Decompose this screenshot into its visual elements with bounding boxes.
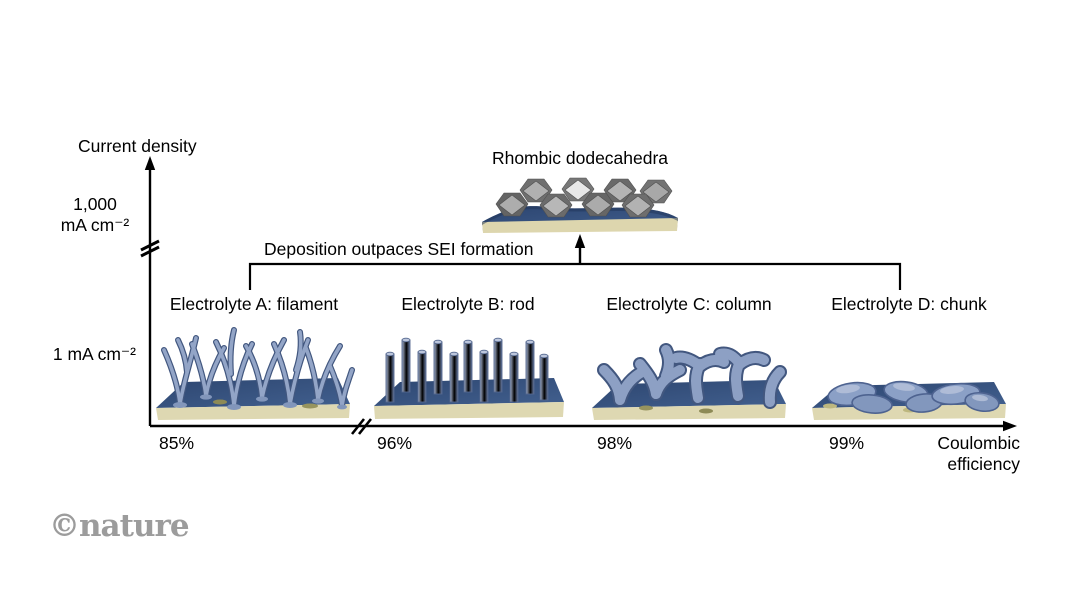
annotation-deposition: Deposition outpaces SEI formation (264, 239, 534, 259)
x-axis-break-icon (357, 418, 373, 435)
electrolyte-b-label: Electrolyte B: rod (401, 294, 535, 314)
x-axis-arrow-icon (1003, 420, 1017, 432)
up-arrow-head-icon (574, 234, 586, 248)
y-axis-tick-high-value: 1,000 (73, 194, 117, 214)
illustration-rod (374, 337, 564, 419)
illustration-rhombic-dodecahedra (482, 177, 678, 233)
x-axis-tick-96: 96% (377, 433, 413, 453)
illustration-chunk (812, 380, 1006, 420)
x-axis-title: Coulombic efficiency (904, 433, 1020, 476)
electrolyte-c-label: Electrolyte C: column (606, 294, 772, 314)
y-axis-title: Current density (78, 136, 197, 156)
y-axis-break-icon (140, 239, 160, 252)
y-axis-tick-low: 1 mA cm⁻² (52, 344, 136, 364)
x-axis-tick-99: 99% (829, 433, 865, 453)
y-axis-break-icon (140, 245, 160, 258)
x-axis-tick-85: 85% (159, 433, 195, 453)
y-axis-tick-high-unit: mA cm⁻² (60, 215, 130, 236)
x-axis-break-icon (350, 418, 366, 435)
x-axis-title-line1: Coulombic (937, 433, 1020, 453)
x-axis-tick-98: 98% (597, 433, 633, 453)
illustration-column (592, 343, 787, 420)
bracket-line (248, 262, 902, 290)
electrolyte-a-label: Electrolyte A: filament (169, 294, 339, 314)
y-axis-arrow-icon (144, 156, 156, 170)
specimen-label-rhombic: Rhombic dodecahedra (491, 148, 669, 168)
x-axis-title-line2: efficiency (947, 454, 1020, 475)
y-axis-tick-high: 1,000 mA cm⁻² (52, 194, 138, 237)
electrolyte-d-label: Electrolyte D: chunk (831, 294, 987, 314)
illustration-filament (156, 327, 355, 420)
nature-logo: ©nature (49, 508, 190, 544)
